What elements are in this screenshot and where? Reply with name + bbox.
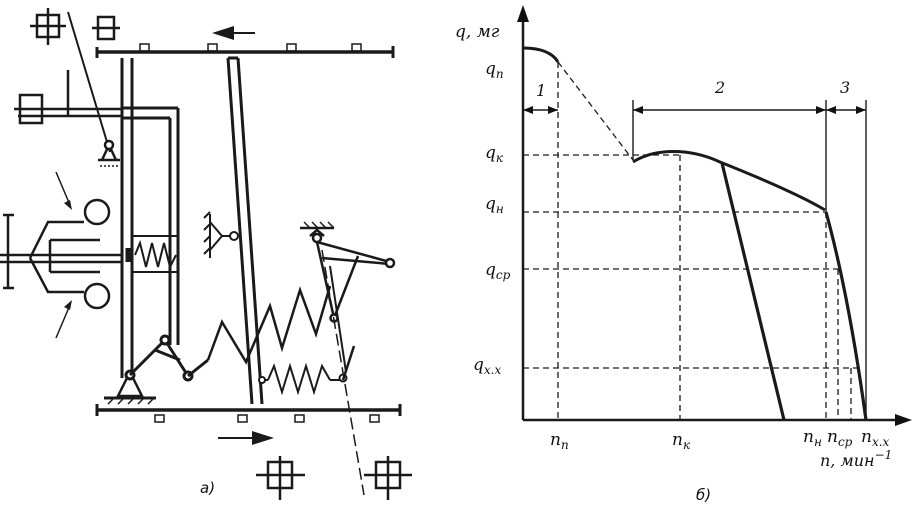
x-axis-label: n, мин−1 (820, 448, 892, 470)
y-level-q-k: qк (485, 143, 504, 165)
delivery-curve-main (632, 150, 826, 212)
y-level-q-sr: qср (485, 260, 511, 282)
reference-lines (523, 61, 858, 420)
coupling-rod (226, 56, 264, 405)
lever-frame (120, 58, 180, 378)
x-level-n-xx: nх.х (861, 427, 890, 449)
bottom-arrow-icon (252, 431, 274, 445)
zone-2-label: 2 (714, 78, 725, 97)
travel-guide-line (321, 249, 365, 496)
x-axis-arrow-icon (895, 414, 912, 426)
bottom-rack (95, 404, 402, 439)
lower-bolt-assembly (256, 456, 412, 500)
y-level-q-p: qп (485, 59, 504, 81)
y-axis-label: q, мг (455, 22, 500, 42)
governor-spring (125, 235, 179, 273)
right-caption: б) (696, 486, 711, 504)
y-level-q-n: qн (485, 194, 504, 216)
top-rack (95, 32, 395, 58)
x-level-n-k: nк (672, 430, 691, 452)
centrifugal-weights (0, 171, 122, 339)
zone-markers (523, 100, 867, 420)
lower-linkage (104, 334, 209, 405)
y-axis-arrow-icon (517, 5, 529, 22)
x-level-n-sr: nср (827, 427, 853, 449)
bell-crank (300, 221, 396, 381)
x-level-n-p: nп (550, 430, 569, 452)
partial-load-line (720, 162, 786, 421)
zone-1-label: 1 (536, 81, 546, 100)
upper-bolt-assembly (14, 8, 122, 167)
wall-hinge (203, 211, 239, 258)
y-level-q-xx: qх.х (473, 355, 501, 377)
x-level-n-n: nн (803, 427, 822, 449)
main-spring (206, 285, 332, 365)
delivery-curve-start (522, 46, 560, 63)
return-spring (258, 362, 348, 396)
top-arrow-icon (212, 26, 234, 40)
regulator-mechanism (0, 8, 412, 500)
weight-arrow-lower-icon (64, 300, 72, 310)
zone-3-label: 3 (840, 78, 850, 97)
fuel-delivery-chart: q, мг n, мин−1 (455, 5, 912, 470)
governor-cut-line (824, 211, 868, 421)
zone-arrowheads (523, 106, 866, 114)
left-caption: а) (200, 479, 215, 497)
weight-arrow-upper-icon (64, 200, 72, 210)
